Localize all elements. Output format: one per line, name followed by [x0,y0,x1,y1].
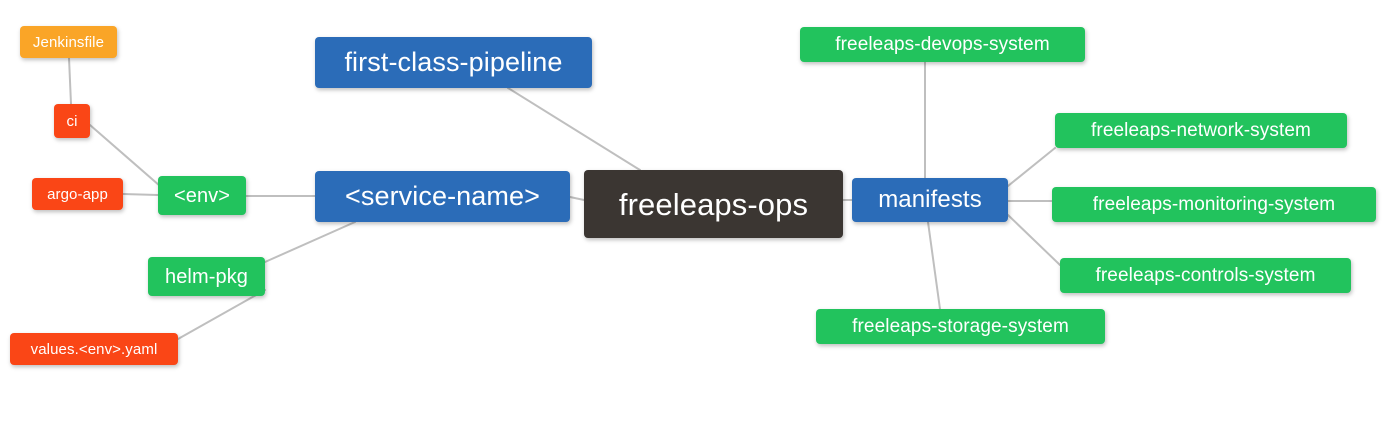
node-service-name[interactable]: <service-name> [315,171,570,222]
edge-freeleaps-storage-system-to-manifests [927,221,941,310]
edge-service-name-to-freeleaps-ops [569,196,585,201]
node-freeleaps-monitoring-system[interactable]: freeleaps-monitoring-system [1052,187,1376,222]
node-first-class-pipeline[interactable]: first-class-pipeline [315,37,592,88]
node-jenkinsfile[interactable]: Jenkinsfile [20,26,117,58]
node-freeleaps-ops[interactable]: freeleaps-ops [584,170,843,238]
node-freeleaps-devops-system[interactable]: freeleaps-devops-system [800,27,1085,62]
node-freeleaps-storage-system[interactable]: freeleaps-storage-system [816,309,1105,344]
edge-freeleaps-controls-system-to-manifests [1007,214,1061,266]
node-helm-pkg[interactable]: helm-pkg [148,257,265,296]
edge-values-yaml-to-helm-pkg [177,289,266,340]
node-freeleaps-controls-system[interactable]: freeleaps-controls-system [1060,258,1351,293]
edge-first-class-pipeline-to-freeleaps-ops [507,87,641,171]
node-env[interactable]: <env> [158,176,246,215]
edge-freeleaps-network-system-to-manifests [1007,147,1056,187]
node-values-yaml[interactable]: values.<env>.yaml [10,333,178,365]
edge-ci-to-env [89,124,161,187]
node-manifests[interactable]: manifests [852,178,1008,222]
edge-helm-pkg-to-service-name [264,221,356,263]
node-freeleaps-network-system[interactable]: freeleaps-network-system [1055,113,1347,148]
edge-jenkinsfile-to-ci [68,57,72,105]
node-ci[interactable]: ci [54,104,90,138]
node-argo-app[interactable]: argo-app [32,178,123,210]
edge-argo-app-to-env [122,193,159,196]
